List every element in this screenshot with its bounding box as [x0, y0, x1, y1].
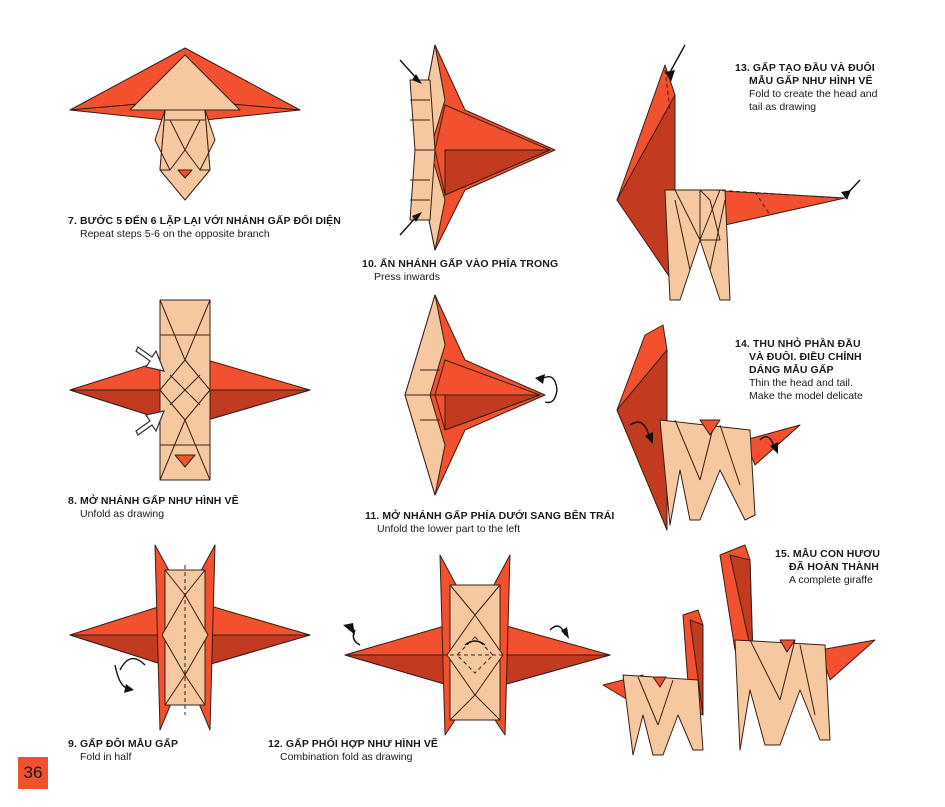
step-7-subtitle: Repeat steps 5-6 on the opposite branch [80, 228, 270, 240]
step-10-caption: 10. ẤN NHÁNH GẤP VÀO PHÍA TRONG Press in… [362, 258, 558, 284]
step-13-subtitle-2: tail as drawing [749, 101, 817, 113]
step-13-diagram [616, 44, 861, 301]
step-15-title-2: ĐÃ HOÀN THÀNH [789, 561, 879, 573]
step-13-title-2: MẪU GẤP NHƯ HÌNH VẼ [749, 75, 873, 87]
step-8-title: 8. MỞ NHÁNH GẤP NHƯ HÌNH VẼ [68, 495, 239, 507]
step-11-subtitle: Unfold the lower part to the left [377, 523, 520, 535]
step-9-diagram [69, 544, 311, 731]
step-10-subtitle: Press inwards [374, 271, 440, 283]
step-7-title: 7. BƯỚC 5 ĐẾN 6 LẶP LẠI VỚI NHÁNH GẤP ĐỐ… [68, 215, 341, 227]
step-15-title-1: 15. MẪU CON HƯƠU [775, 548, 881, 560]
step-8-caption: 8. MỞ NHÁNH GẤP NHƯ HÌNH VẼ Unfold as dr… [68, 495, 239, 521]
step-15-giraffe-large [719, 544, 876, 751]
step-14-caption: 14. THU NHỎ PHẦN ĐẦU VÀ ĐUÔI. ĐIỀU CHỈNH… [735, 338, 863, 403]
step-14-title-1: 14. THU NHỎ PHẦN ĐẦU [735, 338, 861, 350]
step-8-diagram [69, 299, 311, 481]
step-15-giraffe-small [602, 609, 704, 756]
step-12-caption: 12. GẤP PHỐI HỢP NHƯ HÌNH VẼ Combination… [268, 738, 438, 764]
step-9-title: 9. GẤP ĐÔI MẪU GẤP [68, 738, 179, 750]
step-12-subtitle: Combination fold as drawing [280, 751, 413, 763]
step-13-subtitle-1: Fold to create the head and [749, 88, 878, 100]
step-11-caption: 11. MỞ NHÁNH GẤP PHÍA DƯỚI SANG BÊN TRÁI… [365, 510, 614, 536]
step-9-caption: 9. GẤP ĐÔI MẪU GẤP Fold in half [68, 738, 178, 764]
step-15-caption: 15. MẪU CON HƯƠU ĐÃ HOÀN THÀNH A complet… [775, 548, 880, 587]
step-10-diagram [399, 44, 556, 251]
step-14-title-2: VÀ ĐUÔI. ĐIỀU CHỈNH [749, 351, 862, 363]
step-7-diagram [69, 47, 301, 201]
step-11-title: 11. MỞ NHÁNH GẤP PHÍA DƯỚI SANG BÊN TRÁI [365, 510, 615, 522]
step-7-caption: 7. BƯỚC 5 ĐẾN 6 LẶP LẠI VỚI NHÁNH GẤP ĐỐ… [68, 215, 341, 241]
step-9-subtitle: Fold in half [80, 751, 132, 763]
step-14-subtitle-2: Make the model delicate [749, 390, 863, 402]
step-10-title: 10. ẤN NHÁNH GẤP VÀO PHÍA TRONG [362, 258, 559, 270]
page-number-badge: 36 [18, 757, 48, 789]
step-14-diagram [616, 324, 801, 531]
step-12-diagram [343, 554, 611, 736]
step-11-diagram [404, 294, 558, 496]
step-13-title-1: 13. GẤP TẠO ĐẦU VÀ ĐUÔI [735, 62, 875, 74]
step-13-caption: 13. GẤP TẠO ĐẦU VÀ ĐUÔI MẪU GẤP NHƯ HÌNH… [735, 62, 877, 114]
step-14-title-3: DÁNG MẪU GẤP [749, 364, 834, 376]
step-14-subtitle-1: Thin the head and tail. [749, 377, 853, 389]
step-12-title: 12. GẤP PHỐI HỢP NHƯ HÌNH VẼ [268, 738, 439, 750]
step-8-subtitle: Unfold as drawing [80, 508, 165, 520]
step-15-subtitle-1: A complete giraffe [789, 574, 873, 586]
